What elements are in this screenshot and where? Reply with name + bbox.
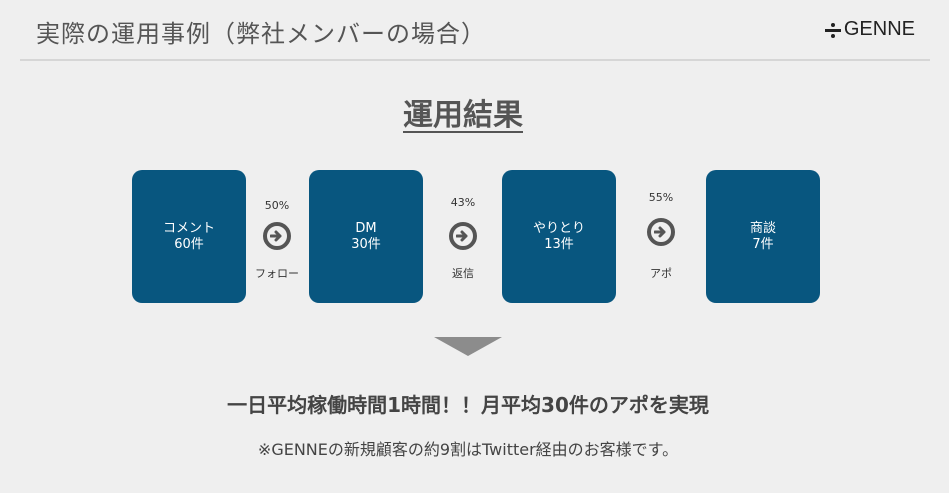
section-title: 運用結果 bbox=[403, 98, 523, 133]
funnel-step-label: コメント bbox=[162, 220, 215, 236]
funnel-step-count: 13件 bbox=[544, 236, 574, 252]
transition-rate: 50% bbox=[264, 199, 290, 212]
page-title: 実際の運用事例（弊社メンバーの場合） bbox=[36, 20, 486, 48]
logo-text: GENNE bbox=[843, 18, 915, 40]
funnel-step-exchange: やりとり 13件 bbox=[502, 170, 616, 303]
funnel-step-label: DM bbox=[355, 220, 377, 236]
divide-logo-icon bbox=[824, 22, 841, 38]
transition-label: アポ bbox=[650, 267, 672, 280]
funnel-step-label: やりとり bbox=[532, 220, 585, 236]
funnel-step-count: 60件 bbox=[174, 236, 204, 252]
funnel-step-comment: コメント 60件 bbox=[132, 170, 246, 303]
down-triangle-icon bbox=[434, 337, 502, 356]
arrow-right-circle-icon bbox=[263, 222, 291, 250]
arrow-right-circle-icon bbox=[449, 222, 477, 250]
funnel-step-dm: DM 30件 bbox=[309, 170, 423, 303]
transition-label: 返信 bbox=[452, 267, 474, 280]
funnel-step-meeting: 商談 7件 bbox=[706, 170, 820, 303]
transition-label: フォロー bbox=[255, 267, 299, 280]
transition-rate: 43% bbox=[450, 196, 476, 209]
footnote-text: ※GENNEの新規顧客の約9割はTwitter経由のお客様です。 bbox=[257, 440, 679, 459]
funnel-step-count: 7件 bbox=[752, 236, 774, 252]
summary-text: 一日平均稼働時間1時間！！月平均30件のアポを実現 bbox=[227, 393, 709, 417]
company-logo: GENNE bbox=[824, 18, 915, 41]
header-divider bbox=[20, 59, 930, 61]
funnel-step-label: 商談 bbox=[749, 220, 776, 236]
funnel-step-count: 30件 bbox=[351, 236, 381, 252]
transition-rate: 55% bbox=[648, 191, 674, 204]
arrow-right-circle-icon bbox=[647, 218, 675, 246]
